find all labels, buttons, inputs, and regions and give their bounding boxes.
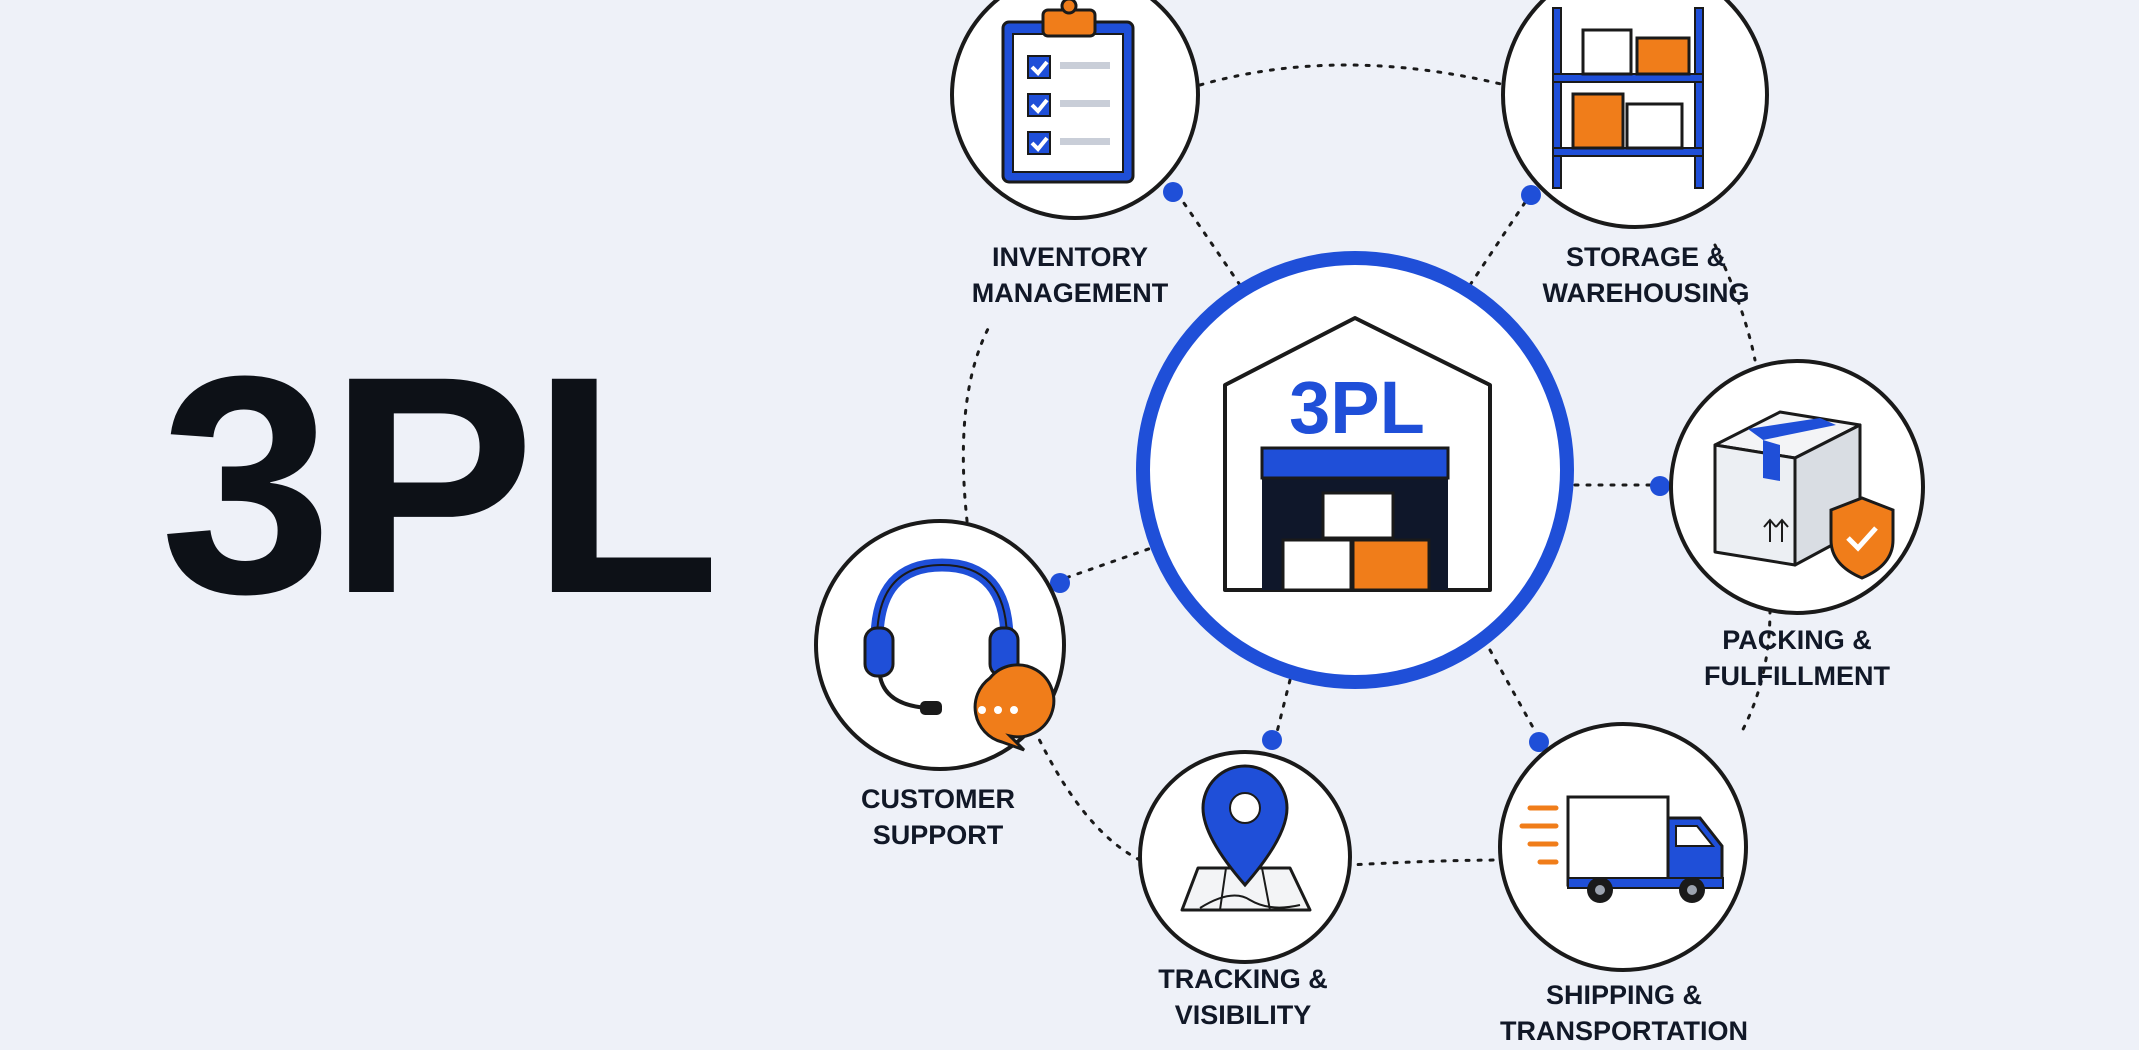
clipboard-checklist-icon <box>1001 0 1135 184</box>
spoke-lines <box>1058 188 1662 742</box>
service-label-line1: SHIPPING & <box>1546 980 1702 1010</box>
service-label-line1: INVENTORY <box>992 242 1148 272</box>
service-label-line1: TRACKING & <box>1158 964 1328 994</box>
connector-dots <box>1050 182 1670 752</box>
shielded-package-icon <box>1713 410 1895 580</box>
service-label-line2: SUPPORT <box>873 820 1004 850</box>
dotted-ring <box>961 63 1772 867</box>
service-inventory: INVENTORY MANAGEMENT <box>950 0 1200 308</box>
service-label-line2: VISIBILITY <box>1175 1000 1312 1030</box>
service-label-line2: MANAGEMENT <box>972 278 1169 308</box>
service-label-line2: TRANSPORTATION <box>1500 1016 1748 1046</box>
service-tracking: TRACKING & VISIBILITY <box>1138 750 1352 1030</box>
service-packing: PACKING & FULFILLMENT <box>1669 359 1925 691</box>
service-storage: STORAGE & WAREHOUSING <box>1501 0 1769 308</box>
warehouse-icon <box>1223 316 1492 592</box>
service-shipping: SHIPPING & TRANSPORTATION <box>1498 722 1748 1046</box>
center-hub: 3PL <box>1136 251 1574 689</box>
headset-chat-icon <box>863 558 1056 752</box>
service-label-line1: CUSTOMER <box>861 784 1015 814</box>
service-label-line1: STORAGE & <box>1566 242 1726 272</box>
service-label-line2: WAREHOUSING <box>1542 278 1749 308</box>
warehouse-shelves-icon <box>1552 7 1704 189</box>
service-label-line1: PACKING & <box>1722 625 1872 655</box>
delivery-truck-icon <box>1519 795 1724 903</box>
map-pin-icon <box>1180 764 1312 912</box>
service-support: CUSTOMER SUPPORT <box>814 519 1066 850</box>
headline-title: 3PL <box>160 311 721 658</box>
service-label-line2: FULFILLMENT <box>1704 661 1890 691</box>
center-title: 3PL <box>1289 366 1425 449</box>
